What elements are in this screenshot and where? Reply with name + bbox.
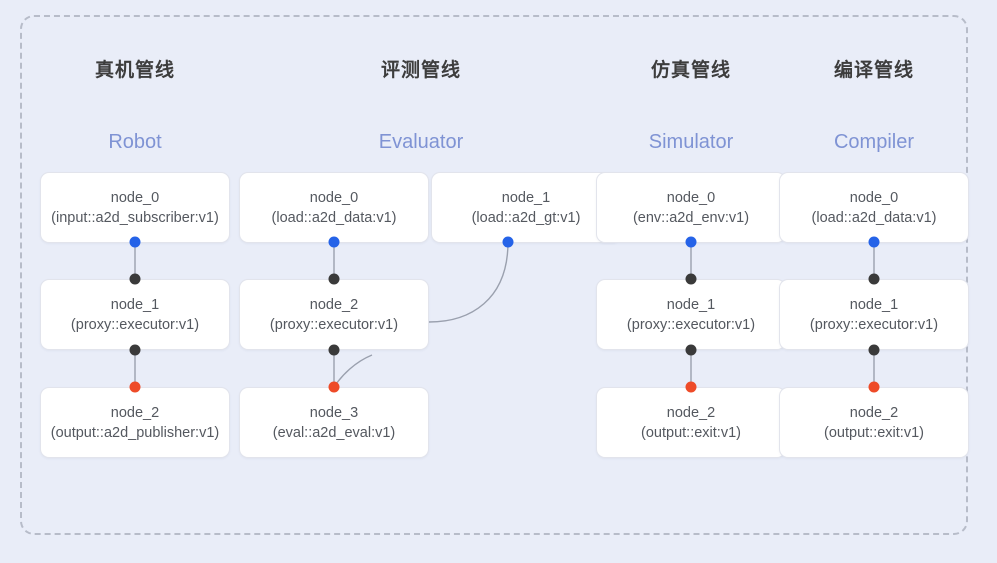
node-label: node_2 — [849, 404, 899, 421]
node-evaluator-1[interactable]: node_1 (load::a2d_gt:v1) — [431, 172, 621, 243]
node-robot-2[interactable]: node_2 (output::a2d_publisher:v1) — [40, 387, 230, 458]
node-spec: (proxy::executor:v1) — [70, 316, 200, 333]
node-evaluator-3[interactable]: node_3 (eval::a2d_eval:v1) — [239, 387, 429, 458]
node-simulator-1[interactable]: node_1 (proxy::executor:v1) — [596, 279, 786, 350]
node-simulator-2[interactable]: node_2 (output::exit:v1) — [596, 387, 786, 458]
node-spec: (load::a2d_data:v1) — [811, 209, 937, 226]
diagram-frame — [20, 15, 968, 535]
column-subtitle-compiler: Compiler — [833, 131, 915, 153]
node-spec: (eval::a2d_eval:v1) — [272, 424, 396, 441]
node-spec: (load::a2d_gt:v1) — [471, 209, 581, 226]
port-output-compiler-1[interactable] — [868, 344, 880, 356]
node-label: node_2 — [666, 404, 716, 421]
node-spec: (env::a2d_env:v1) — [632, 209, 750, 226]
node-spec: (proxy::executor:v1) — [269, 316, 399, 333]
node-label: node_2 — [110, 404, 160, 421]
node-spec: (input::a2d_subscriber:v1) — [51, 209, 219, 226]
column-title-compiler: 编译管线 — [833, 60, 914, 81]
column-evaluator: 评测管线 Evaluator — [326, 55, 516, 154]
port-input-compiler-2[interactable] — [868, 381, 880, 393]
column-title-robot: 真机管线 — [94, 60, 175, 81]
column-title-simulator: 仿真管线 — [650, 60, 731, 81]
node-compiler-1[interactable]: node_1 (proxy::executor:v1) — [779, 279, 969, 350]
node-label: node_0 — [309, 189, 359, 206]
column-compiler: 编译管线 Compiler — [779, 55, 969, 154]
port-input-robot-1[interactable] — [129, 273, 141, 285]
node-label: node_0 — [666, 189, 716, 206]
column-title-evaluator: 评测管线 — [380, 60, 461, 81]
node-spec: (output::a2d_publisher:v1) — [50, 424, 220, 441]
node-compiler-2[interactable]: node_2 (output::exit:v1) — [779, 387, 969, 458]
node-evaluator-0[interactable]: node_0 (load::a2d_data:v1) — [239, 172, 429, 243]
node-robot-1[interactable]: node_1 (proxy::executor:v1) — [40, 279, 230, 350]
node-spec: (proxy::executor:v1) — [809, 316, 939, 333]
port-output-simulator-1[interactable] — [685, 344, 697, 356]
port-input-compiler-1[interactable] — [868, 273, 880, 285]
port-output-evaluator-1[interactable] — [502, 236, 514, 248]
node-label: node_1 — [110, 296, 160, 313]
port-input-robot-2[interactable] — [129, 381, 141, 393]
node-robot-0[interactable]: node_0 (input::a2d_subscriber:v1) — [40, 172, 230, 243]
port-input-evaluator-2[interactable] — [328, 273, 340, 285]
column-robot: 真机管线 Robot — [40, 55, 230, 154]
node-label: node_1 — [849, 296, 899, 313]
node-evaluator-2[interactable]: node_2 (proxy::executor:v1) — [239, 279, 429, 350]
node-simulator-0[interactable]: node_0 (env::a2d_env:v1) — [596, 172, 786, 243]
node-spec: (proxy::executor:v1) — [626, 316, 756, 333]
column-subtitle-evaluator: Evaluator — [378, 131, 464, 153]
port-input-simulator-2[interactable] — [685, 381, 697, 393]
node-spec: (output::exit:v1) — [824, 424, 924, 441]
node-label: node_3 — [309, 404, 359, 421]
port-output-evaluator-2[interactable] — [328, 344, 340, 356]
port-output-robot-0[interactable] — [129, 236, 141, 248]
node-spec: (output::exit:v1) — [641, 424, 741, 441]
port-output-robot-1[interactable] — [129, 344, 141, 356]
node-label: node_2 — [309, 296, 359, 313]
node-label: node_1 — [501, 189, 551, 206]
node-label: node_0 — [110, 189, 160, 206]
column-subtitle-robot: Robot — [108, 131, 162, 153]
column-simulator: 仿真管线 Simulator — [596, 55, 786, 154]
port-input-simulator-1[interactable] — [685, 273, 697, 285]
port-output-evaluator-0[interactable] — [328, 236, 340, 248]
port-input-evaluator-3[interactable] — [328, 381, 340, 393]
node-label: node_0 — [849, 189, 899, 206]
port-output-simulator-0[interactable] — [685, 236, 697, 248]
column-subtitle-simulator: Simulator — [648, 131, 734, 153]
node-compiler-0[interactable]: node_0 (load::a2d_data:v1) — [779, 172, 969, 243]
port-output-compiler-0[interactable] — [868, 236, 880, 248]
node-spec: (load::a2d_data:v1) — [271, 209, 397, 226]
node-label: node_1 — [666, 296, 716, 313]
